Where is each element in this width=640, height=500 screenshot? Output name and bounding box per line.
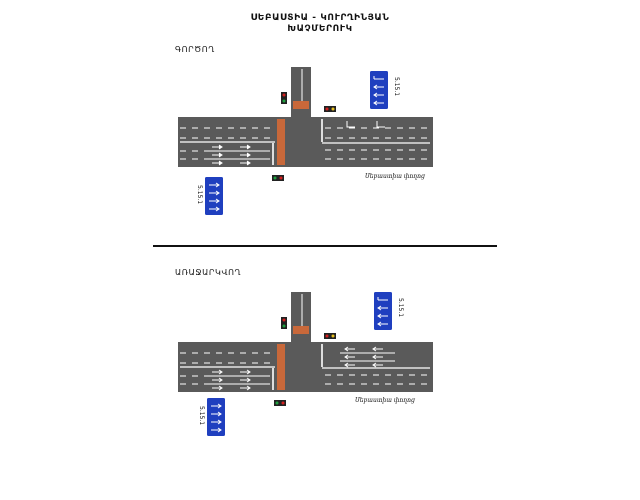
sign-code-top: 5.15.1 [397,298,404,317]
traffic-light-icon [272,175,284,181]
intersection-diagram-proposed: 5.15.1 5.15.1 Սեբաստիա փողոց [160,290,460,500]
traffic-light-icon [281,92,287,104]
crosswalk [277,101,309,165]
lane-markings-upper [180,127,430,160]
street-label: Սեբաստիա փողոց [365,173,425,180]
crosswalk [277,326,309,390]
lane-markings-lower-left [180,150,210,160]
sign-code-bottom: 5.15.1 [196,185,203,204]
lane-markings-lower-left [180,375,210,385]
lane-direction-sign-icon [370,71,388,109]
section-label-existing: ԳՈՐԾՈՂ [175,45,215,54]
sign-code-top: 5.15.1 [393,77,400,96]
intersection-drawing-proposed: 5.15.1 5.15.1 [178,292,433,436]
lane-direction-sign-icon [207,398,225,436]
traffic-light-icon [324,106,336,112]
traffic-light-icon [274,400,286,406]
page-title-line1: ՍԵԲԱՍՏԻԱ - ԿՈՒՐՂԻՆՅԱՆ [250,13,390,23]
road-arrows-westbound [346,121,385,128]
lane-direction-sign-icon [374,292,392,330]
intersection-drawing-existing: 5.15.1 5.15.1 [178,67,433,215]
section-divider [153,245,497,247]
page-title-line2: ԽԱՉՄԵՐՈՒԿ [287,24,353,34]
side-street [291,67,311,119]
intersection-diagram-existing: 5.15.1 5.15.1 Սեբաստիա փողոց [160,65,460,275]
traffic-light-icon [324,333,336,339]
road-arrows-eastbound [212,369,251,391]
road-arrows-eastbound [212,144,251,166]
traffic-light-icon [281,317,287,329]
side-street [291,292,311,344]
street-label: Սեբաստիա փողոց [355,397,415,404]
section-label-proposed: ԱՌԱՋԱՐԿՎՈՂ [175,268,242,277]
lane-markings-upper [180,352,430,385]
road-arrows-westbound [344,346,383,368]
lane-direction-sign-icon [205,177,223,215]
sign-code-bottom: 5.15.1 [198,406,205,425]
